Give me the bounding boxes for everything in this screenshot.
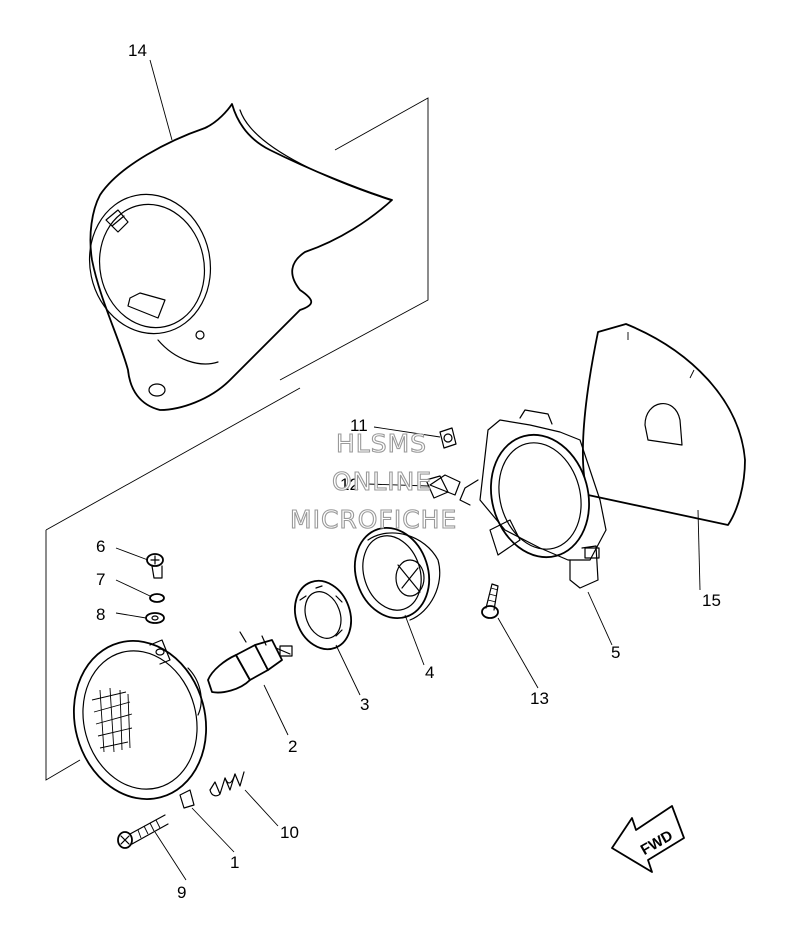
- callout-labels: 14 15 5 4 3 2 1 9 10 13 6 7 8 11 12: [96, 41, 721, 902]
- callout-13: 13: [530, 689, 549, 708]
- watermark-line-1: HLSMS: [336, 429, 427, 458]
- callout-9: 9: [177, 883, 186, 902]
- lens-hatch: [91, 687, 133, 753]
- assembly-frame: [45, 97, 429, 781]
- callout-4: 4: [425, 663, 434, 682]
- callout-6: 6: [96, 537, 105, 556]
- headlight-lens: [72, 639, 208, 809]
- fwd-arrow: FWD: [611, 805, 685, 873]
- bolt-9: [117, 814, 169, 849]
- callout-14: 14: [128, 41, 147, 60]
- bulb: [207, 631, 293, 694]
- callout-12: 12: [340, 475, 359, 494]
- callout-7: 7: [96, 570, 105, 589]
- screw-6: [146, 553, 164, 579]
- screw-13: [481, 583, 499, 619]
- callout-8: 8: [96, 605, 105, 624]
- watermark-line-3: MICROFICHE: [290, 505, 457, 534]
- lock-washer-7: [149, 593, 165, 603]
- callout-10: 10: [280, 823, 299, 842]
- mounting-bracket: [429, 409, 607, 589]
- clip-nut-11: [439, 427, 457, 449]
- callout-11: 11: [350, 416, 368, 435]
- washer-8: [145, 612, 165, 624]
- clip-12: [425, 475, 449, 499]
- socket-holder: [354, 526, 441, 621]
- spring-10: [209, 771, 245, 797]
- callout-5: 5: [611, 643, 620, 662]
- watermark-line-2: ONLINE: [332, 467, 432, 496]
- headlight-cover: [88, 103, 393, 411]
- plate-15: [581, 323, 746, 526]
- leader-lines: [115, 59, 701, 881]
- callout-3: 3: [360, 695, 369, 714]
- callout-2: 2: [288, 737, 297, 756]
- retaining-ring: [294, 579, 352, 651]
- callout-15: 15: [702, 591, 721, 610]
- callout-1: 1: [230, 853, 239, 872]
- watermark: HLSMS ONLINE MICROFICHE: [289, 428, 457, 534]
